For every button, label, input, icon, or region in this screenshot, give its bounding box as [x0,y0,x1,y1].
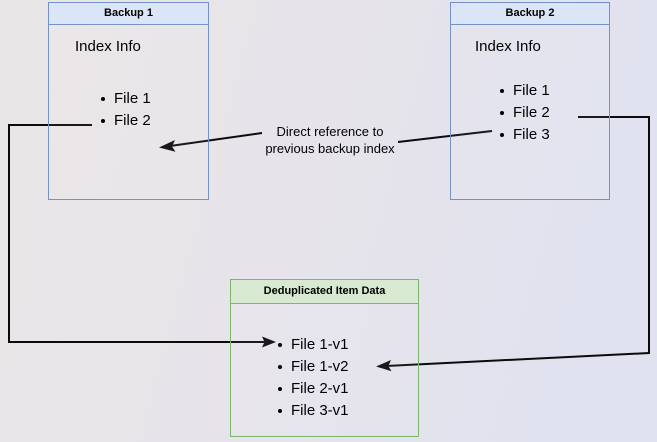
backup-2-index-label: Index Info [475,38,541,55]
backup-1-box: Backup 1 Index Info File 1 File 2 [48,2,209,200]
list-item: File 1 [100,88,151,110]
dedup-item-list: File 1-v1 File 1-v2 File 2-v1 File 3-v1 [277,334,349,422]
list-item: File 1-v2 [277,356,349,378]
backup-2-header: Backup 2 [451,3,609,25]
backup-2-box: Backup 2 Index Info File 1 File 2 File 3 [450,2,610,200]
deduplicated-item-data-header: Deduplicated Item Data [231,280,418,304]
list-item: File 1 [499,80,550,102]
direct-reference-caption: Direct reference to previous backup inde… [265,123,395,157]
list-item: File 2 [499,102,550,124]
list-item: File 3-v1 [277,400,349,422]
list-item: File 2-v1 [277,378,349,400]
backup-1-body: Index Info File 1 File 2 [49,25,208,199]
backup-1-header: Backup 1 [49,3,208,25]
caption-line-1: Direct reference to [276,124,384,139]
backup-2-file-list: File 1 File 2 File 3 [499,80,550,146]
list-item: File 3 [499,124,550,146]
caption-line-2: previous backup index [265,141,395,156]
backup-1-file-list: File 1 File 2 [100,88,151,132]
backup-1-index-label: Index Info [75,38,141,55]
deduplicated-item-data-body: File 1-v1 File 1-v2 File 2-v1 File 3-v1 [231,304,418,436]
list-item: File 2 [100,110,151,132]
list-item: File 1-v1 [277,334,349,356]
deduplicated-item-data-box: Deduplicated Item Data File 1-v1 File 1-… [230,279,419,437]
backup-2-body: Index Info File 1 File 2 File 3 [451,25,609,199]
